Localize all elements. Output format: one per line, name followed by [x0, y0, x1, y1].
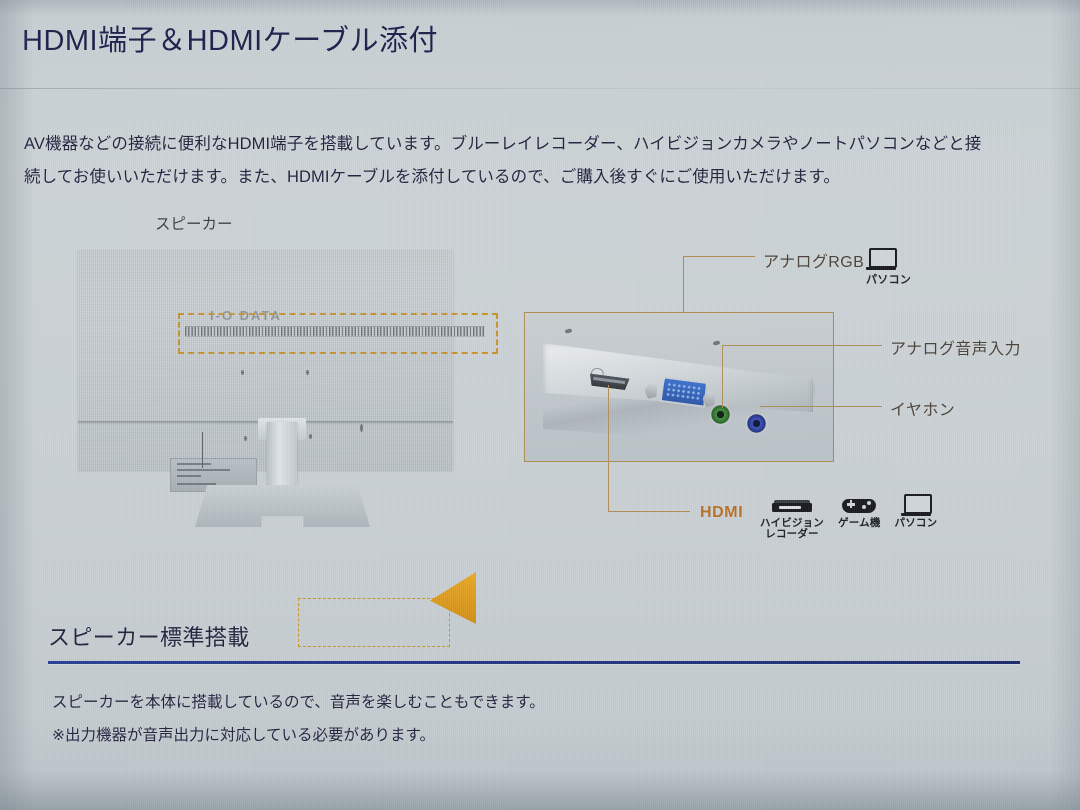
intro-line-1: AV機器などの接続に便利なHDMI端子を搭載しています。ブルーレイレコーダー、ハ… — [24, 135, 982, 153]
brand-logo: I-O DATA — [210, 308, 282, 323]
audio-leader-vertical — [722, 345, 723, 408]
label-earphone: イヤホン — [890, 402, 956, 419]
hdmi-leader-horizontal — [608, 511, 690, 512]
analog-rgb-device: パソコン — [866, 248, 911, 287]
vga-port — [659, 376, 708, 408]
stand-base — [195, 485, 370, 527]
section-divider — [48, 661, 1020, 664]
ports-highlight-box — [298, 598, 450, 647]
laptop-icon — [900, 494, 932, 516]
device-hd-recorder: ハイビジョン レコーダー — [760, 500, 824, 540]
analog-rgb-device-caption: パソコン — [866, 274, 912, 286]
label-analog-audio-in: アナログ音声入力 — [890, 341, 1021, 358]
label-hdmi: HDMI — [700, 504, 744, 521]
screw-hole-icon — [306, 370, 309, 375]
device-personal-computer: パソコン — [895, 494, 938, 540]
vga-screw-ear-icon — [702, 390, 716, 407]
port-bay — [543, 343, 813, 413]
section-body-line-2: ※出力機器が音声出力に対応している必要があります。 — [52, 727, 435, 744]
earphone-jack — [747, 414, 766, 433]
hd-recorder-caption-1: ハイビジョン — [760, 517, 824, 529]
speaker-grille — [185, 326, 485, 337]
rgb-leader-horizontal — [683, 256, 755, 257]
laptop-icon — [866, 248, 897, 270]
screw-hole-icon — [241, 370, 244, 375]
label-analog-rgb: アナログRGB — [763, 254, 865, 271]
earphone-leader-horizontal — [760, 406, 882, 407]
panel-screw-icon — [564, 328, 573, 334]
section-heading: スピーカー標準搭載 — [48, 625, 250, 650]
title-divider — [0, 88, 1080, 89]
hd-recorder-caption-2: レコーダー — [765, 528, 819, 540]
personal-computer-caption: パソコン — [894, 517, 938, 529]
speaker-highlight-box — [178, 313, 498, 354]
speaker-leader-line — [202, 432, 203, 468]
screw-hole-icon — [309, 434, 312, 439]
hd-recorder-icon — [772, 500, 812, 516]
panel-screw-icon — [712, 340, 721, 346]
screw-hole-icon — [244, 436, 247, 441]
hdmi-port — [588, 373, 629, 390]
game-console-caption: ゲーム機 — [838, 517, 881, 529]
intro-paragraph: AV機器などの接続に便利なHDMI端子を搭載しています。ブルーレイレコーダー、ハ… — [24, 128, 1054, 194]
stand-neck — [267, 422, 297, 494]
game-controller-icon — [842, 496, 877, 516]
monitor-rear-photo: I-O DATA — [78, 250, 498, 470]
intro-line-2: 続してお使いいただけます。また、HDMIケーブルを添付しているので、ご購入後すぐ… — [24, 168, 840, 186]
section-body-line-1: スピーカーを本体に搭載しているので、音声を楽しむこともできます。 — [52, 694, 545, 711]
port-closeup-photo — [524, 312, 834, 462]
port-bay-shadow — [543, 343, 815, 449]
audio-in-jack — [711, 405, 730, 424]
product-figure: I-O DATA — [0, 200, 1080, 647]
page-title: HDMI端子＆HDMIケーブル添付 — [22, 25, 438, 57]
label-speaker: スピーカー — [155, 216, 233, 233]
section-body: スピーカーを本体に搭載しているので、音声を楽しむこともできます。 ※出力機器が音… — [52, 686, 1012, 752]
hdmi-device-group: ハイビジョン レコーダー ゲーム機 パソコン — [760, 494, 937, 540]
audio-leader-horizontal — [722, 345, 882, 346]
device-game-console: ゲーム機 — [838, 496, 881, 540]
hdmi-leader-vertical — [608, 385, 609, 512]
rgb-leader-vertical — [683, 256, 684, 313]
hdmi-screw-arc-icon — [590, 367, 605, 378]
vga-screw-ear-icon — [644, 382, 658, 399]
screw-hole-icon — [360, 424, 363, 432]
